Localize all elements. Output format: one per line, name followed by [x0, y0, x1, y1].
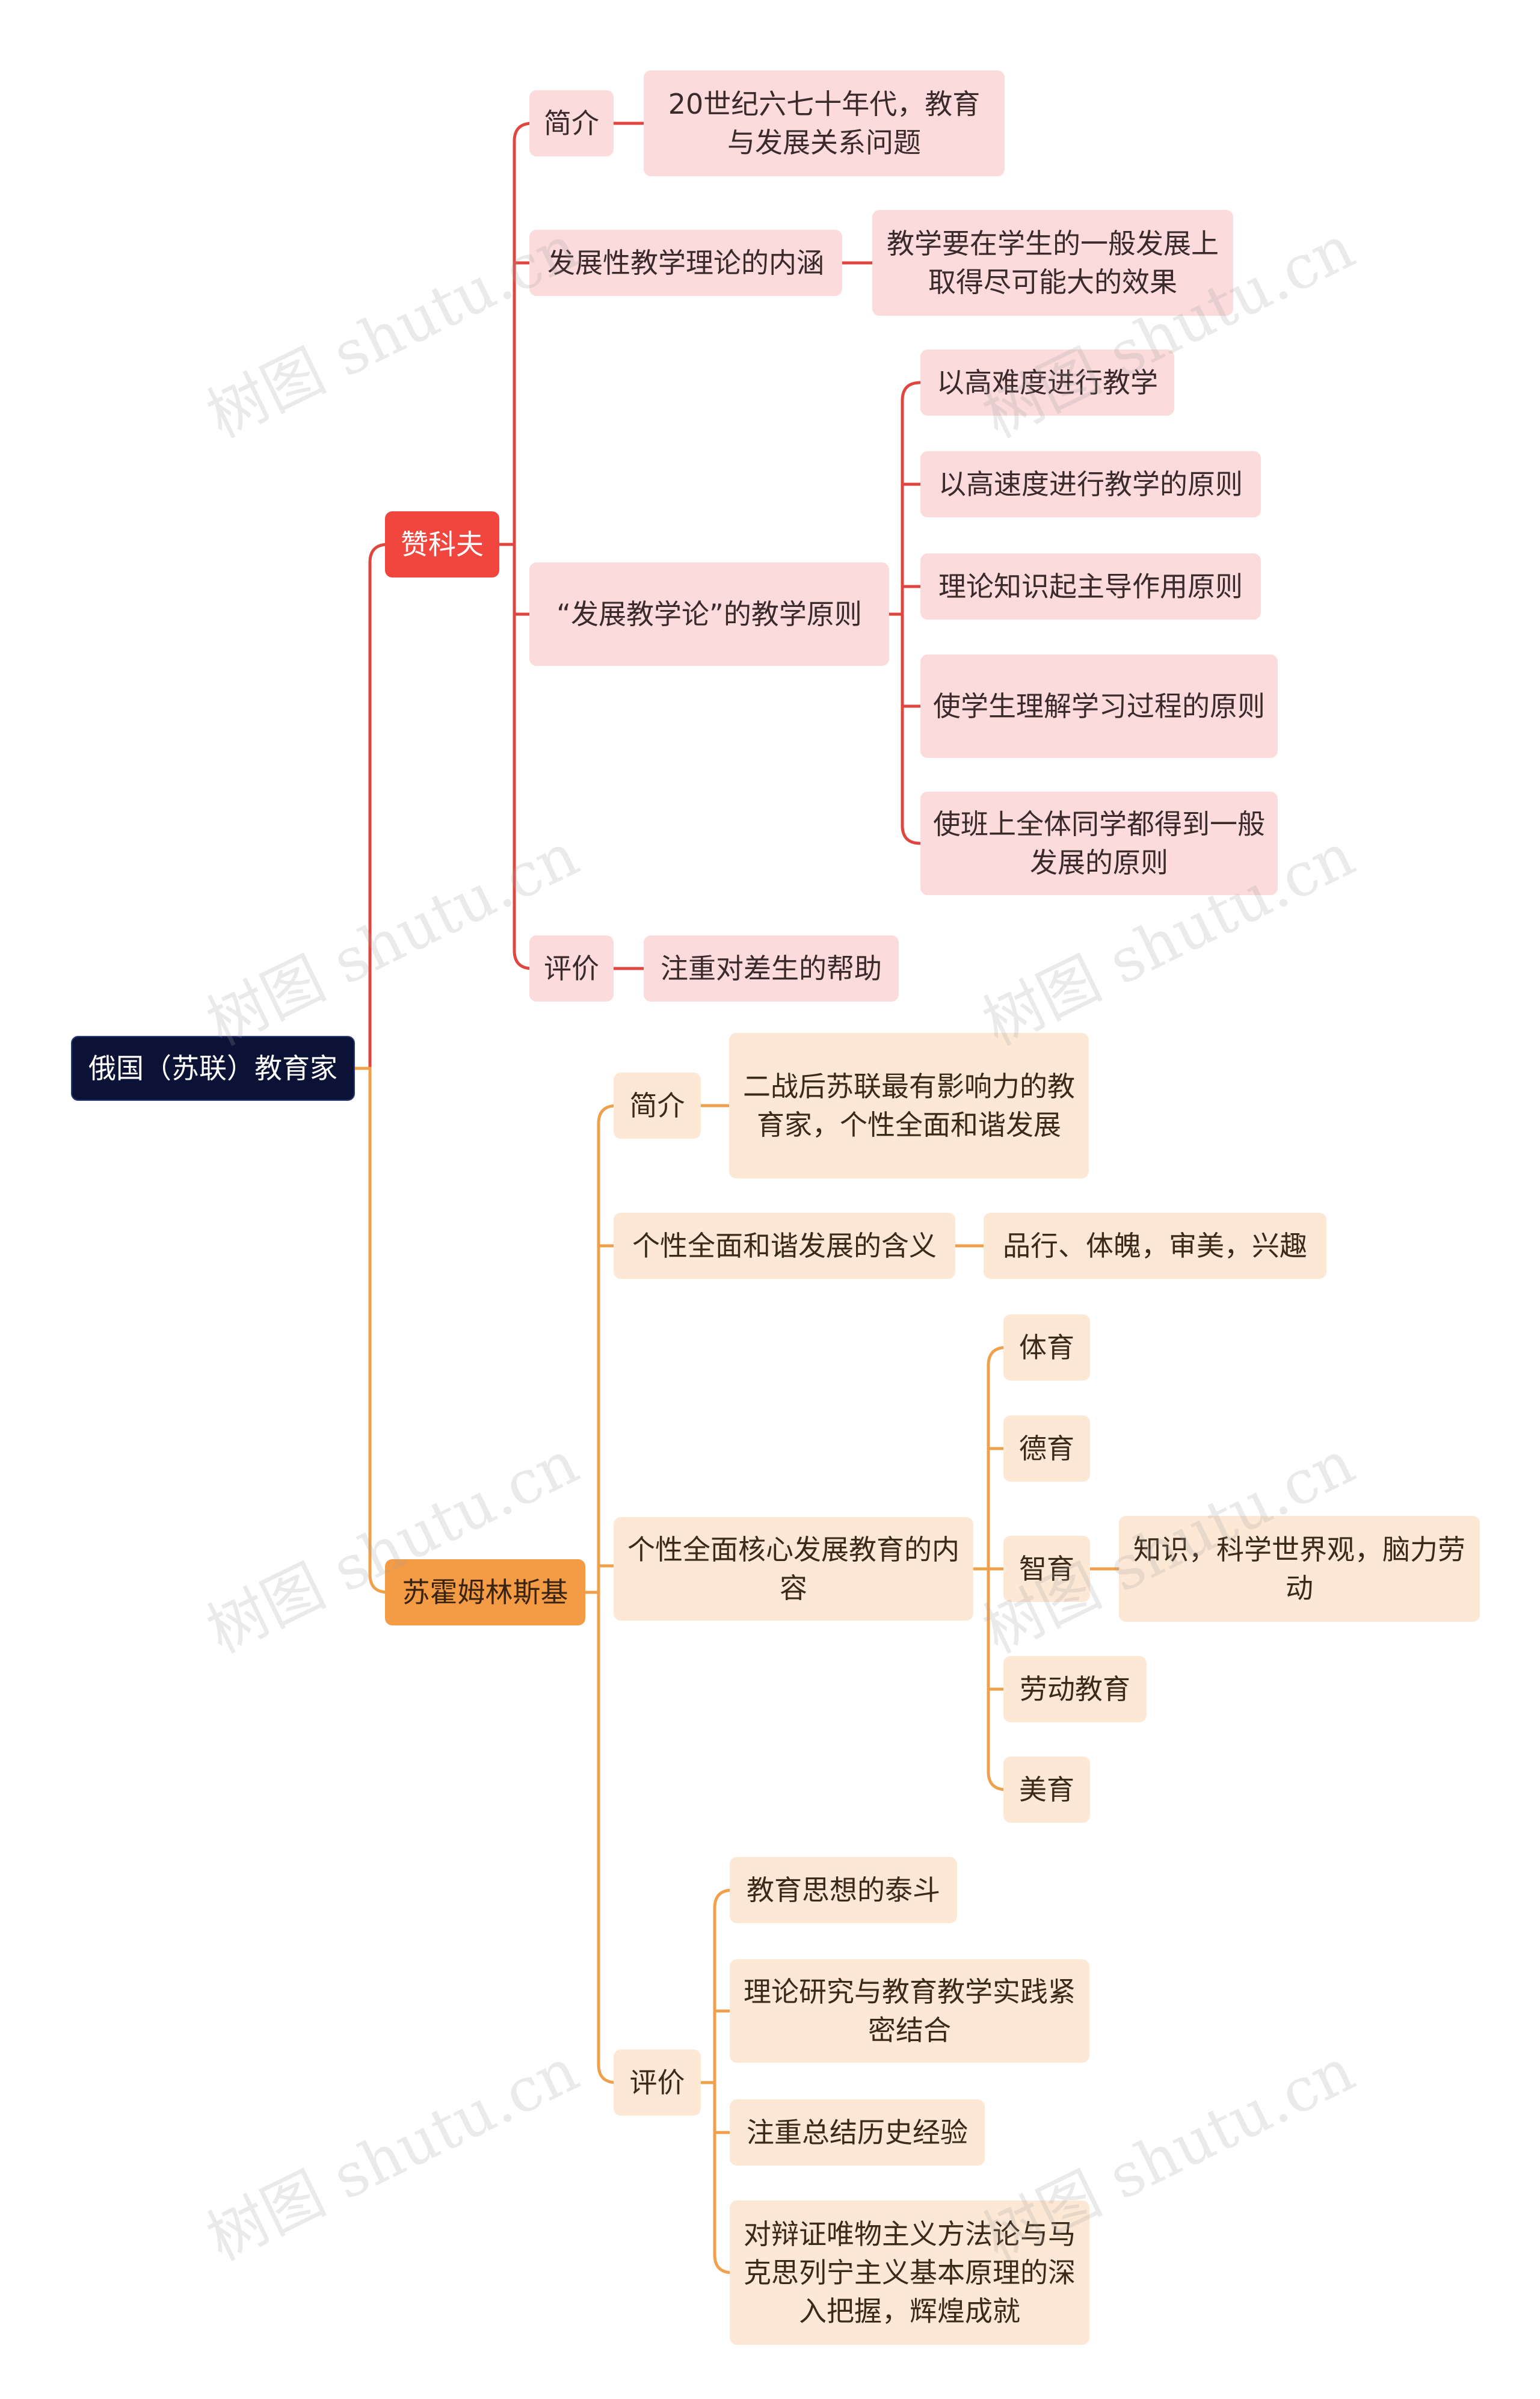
suhuomu-meaning-detail[interactable]: 品行、体魄，审美，兴趣: [984, 1213, 1326, 1279]
suhuomu-eval-label[interactable]: 评价: [614, 2049, 701, 2116]
zanke-principle-item[interactable]: 使班上全体同学都得到一般发展的原则: [920, 792, 1278, 895]
zanke-eval-label[interactable]: 评价: [529, 935, 614, 1002]
zanke-principle-item[interactable]: 使学生理解学习过程的原则: [920, 654, 1278, 758]
zanke-principle-item[interactable]: 以高难度进行教学: [920, 350, 1174, 416]
zanke-theory-detail[interactable]: 教学要在学生的一般发展上取得尽可能大的效果: [872, 210, 1233, 316]
root-node[interactable]: 俄国（苏联）教育家: [71, 1036, 355, 1101]
zanke-principles-label[interactable]: “发展教学论”的教学原则: [529, 562, 889, 666]
zanke-principle-item[interactable]: 以高速度进行教学的原则: [920, 451, 1261, 517]
suhuomu-content-label[interactable]: 个性全面核心发展教育的内容: [614, 1517, 973, 1621]
suhuomu-content-item[interactable]: 德育: [1003, 1415, 1090, 1482]
branch-suhuomu[interactable]: 苏霍姆林斯基: [385, 1559, 585, 1625]
suhuomu-meaning-label[interactable]: 个性全面和谐发展的含义: [614, 1213, 955, 1279]
zanke-theory-label[interactable]: 发展性教学理论的内涵: [529, 230, 842, 296]
suhuomu-eval-item[interactable]: 教育思想的泰斗: [730, 1857, 957, 1923]
suhuomu-content-item[interactable]: 劳动教育: [1003, 1656, 1147, 1722]
zanke-eval-detail[interactable]: 注重对差生的帮助: [644, 935, 899, 1002]
suhuomu-content-item[interactable]: 体育: [1003, 1314, 1090, 1381]
branch-zanke[interactable]: 赞科夫: [385, 511, 499, 577]
suhuomu-eval-item[interactable]: 对辩证唯物主义方法论与马克思列宁主义基本原理的深入把握，辉煌成就: [730, 2200, 1089, 2345]
suhuomu-eval-item[interactable]: 注重总结历史经验: [730, 2099, 985, 2166]
suhuomu-intro-detail[interactable]: 二战后苏联最有影响力的教育家，个性全面和谐发展: [729, 1033, 1089, 1178]
suhuomu-zhiyu-detail[interactable]: 知识，科学世界观，脑力劳动: [1119, 1516, 1480, 1622]
suhuomu-content-item[interactable]: 智育: [1003, 1536, 1090, 1602]
suhuomu-intro-label[interactable]: 简介: [614, 1073, 701, 1139]
zanke-intro-label[interactable]: 简介: [529, 90, 614, 156]
suhuomu-content-item[interactable]: 美育: [1003, 1757, 1090, 1823]
suhuomu-eval-item[interactable]: 理论研究与教育教学实践紧密结合: [730, 1959, 1089, 2063]
zanke-principle-item[interactable]: 理论知识起主导作用原则: [920, 553, 1261, 620]
zanke-intro-detail[interactable]: 20世纪六七十年代，教育与发展关系问题: [644, 70, 1005, 176]
